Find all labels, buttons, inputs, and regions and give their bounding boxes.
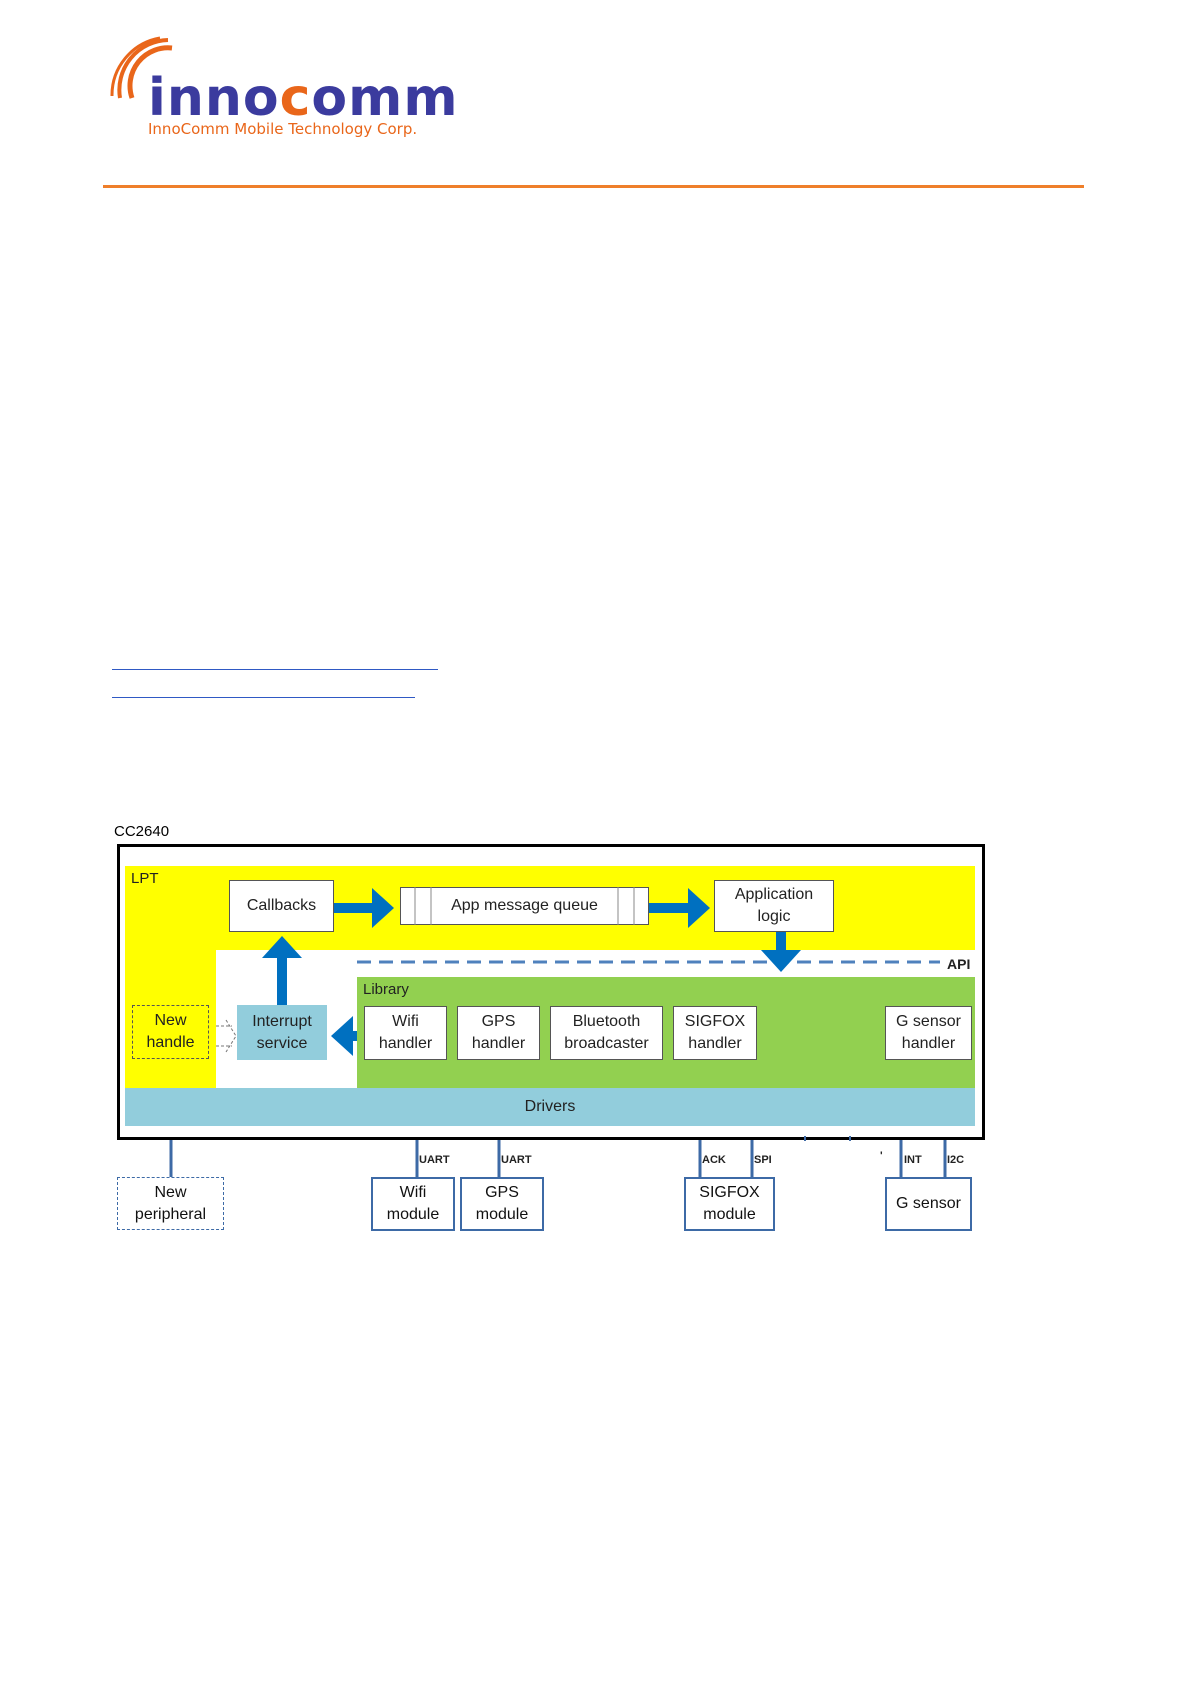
new-handle-box: New handle — [132, 1005, 209, 1059]
library-label: Library — [363, 981, 409, 998]
gsensor-int-label: INT — [904, 1154, 922, 1166]
gps-uart-label: UART — [501, 1154, 532, 1166]
hyperlink-underline-2[interactable] — [112, 697, 415, 698]
new-peripheral-box: New peripheral — [117, 1177, 224, 1230]
sigfox-spi-label: SPI — [754, 1154, 772, 1166]
sigfox-module-box: SIGFOX module — [684, 1177, 775, 1231]
drivers-label: Drivers — [524, 1098, 576, 1115]
connector-ticks — [804, 1136, 851, 1141]
diagram-title: CC2640 — [114, 823, 170, 840]
sigfox-handler-box: SIGFOX handler — [673, 1006, 757, 1060]
header-divider — [103, 185, 1084, 188]
wifi-module-box: Wifi module — [371, 1177, 455, 1231]
logo-signal-icon — [110, 36, 173, 99]
gps-handler-box: GPS handler — [457, 1006, 540, 1060]
lpt-label: LPT — [131, 870, 159, 887]
app-message-queue-label: App message queue — [451, 897, 598, 914]
api-label: API — [947, 956, 971, 972]
bluetooth-broadcaster-box: Bluetooth broadcaster — [550, 1006, 663, 1060]
gsensor-i2c-label: I2C — [947, 1154, 965, 1166]
app-message-queue-box: App message queue — [400, 887, 649, 925]
application-logic-box: Application logic — [714, 880, 834, 932]
peripheral-connectors — [169, 1140, 947, 1177]
g-sensor-handler-box: G sensor handler — [885, 1006, 972, 1060]
hyperlink-underline-1[interactable] — [112, 669, 438, 670]
logo-subtitle: InnoComm Mobile Technology Corp. — [148, 120, 418, 138]
interrupt-service-box: Interrupt service — [237, 1005, 327, 1060]
gps-module-box: GPS module — [460, 1177, 544, 1231]
g-sensor-module-box: G sensor — [885, 1177, 972, 1231]
queue-dividers — [414, 887, 635, 925]
gsensor-tick-label: ' — [880, 1150, 883, 1162]
arrow-newhandle-to-interrupt — [216, 1019, 237, 1053]
logo-wordmark: innocomm — [148, 68, 459, 128]
wifi-uart-label: UART — [419, 1154, 450, 1166]
callbacks-box: Callbacks — [229, 880, 334, 932]
drivers-bar: Drivers — [125, 1088, 975, 1126]
sigfox-ack-label: ACK — [702, 1154, 726, 1166]
wifi-handler-box: Wifi handler — [364, 1006, 447, 1060]
